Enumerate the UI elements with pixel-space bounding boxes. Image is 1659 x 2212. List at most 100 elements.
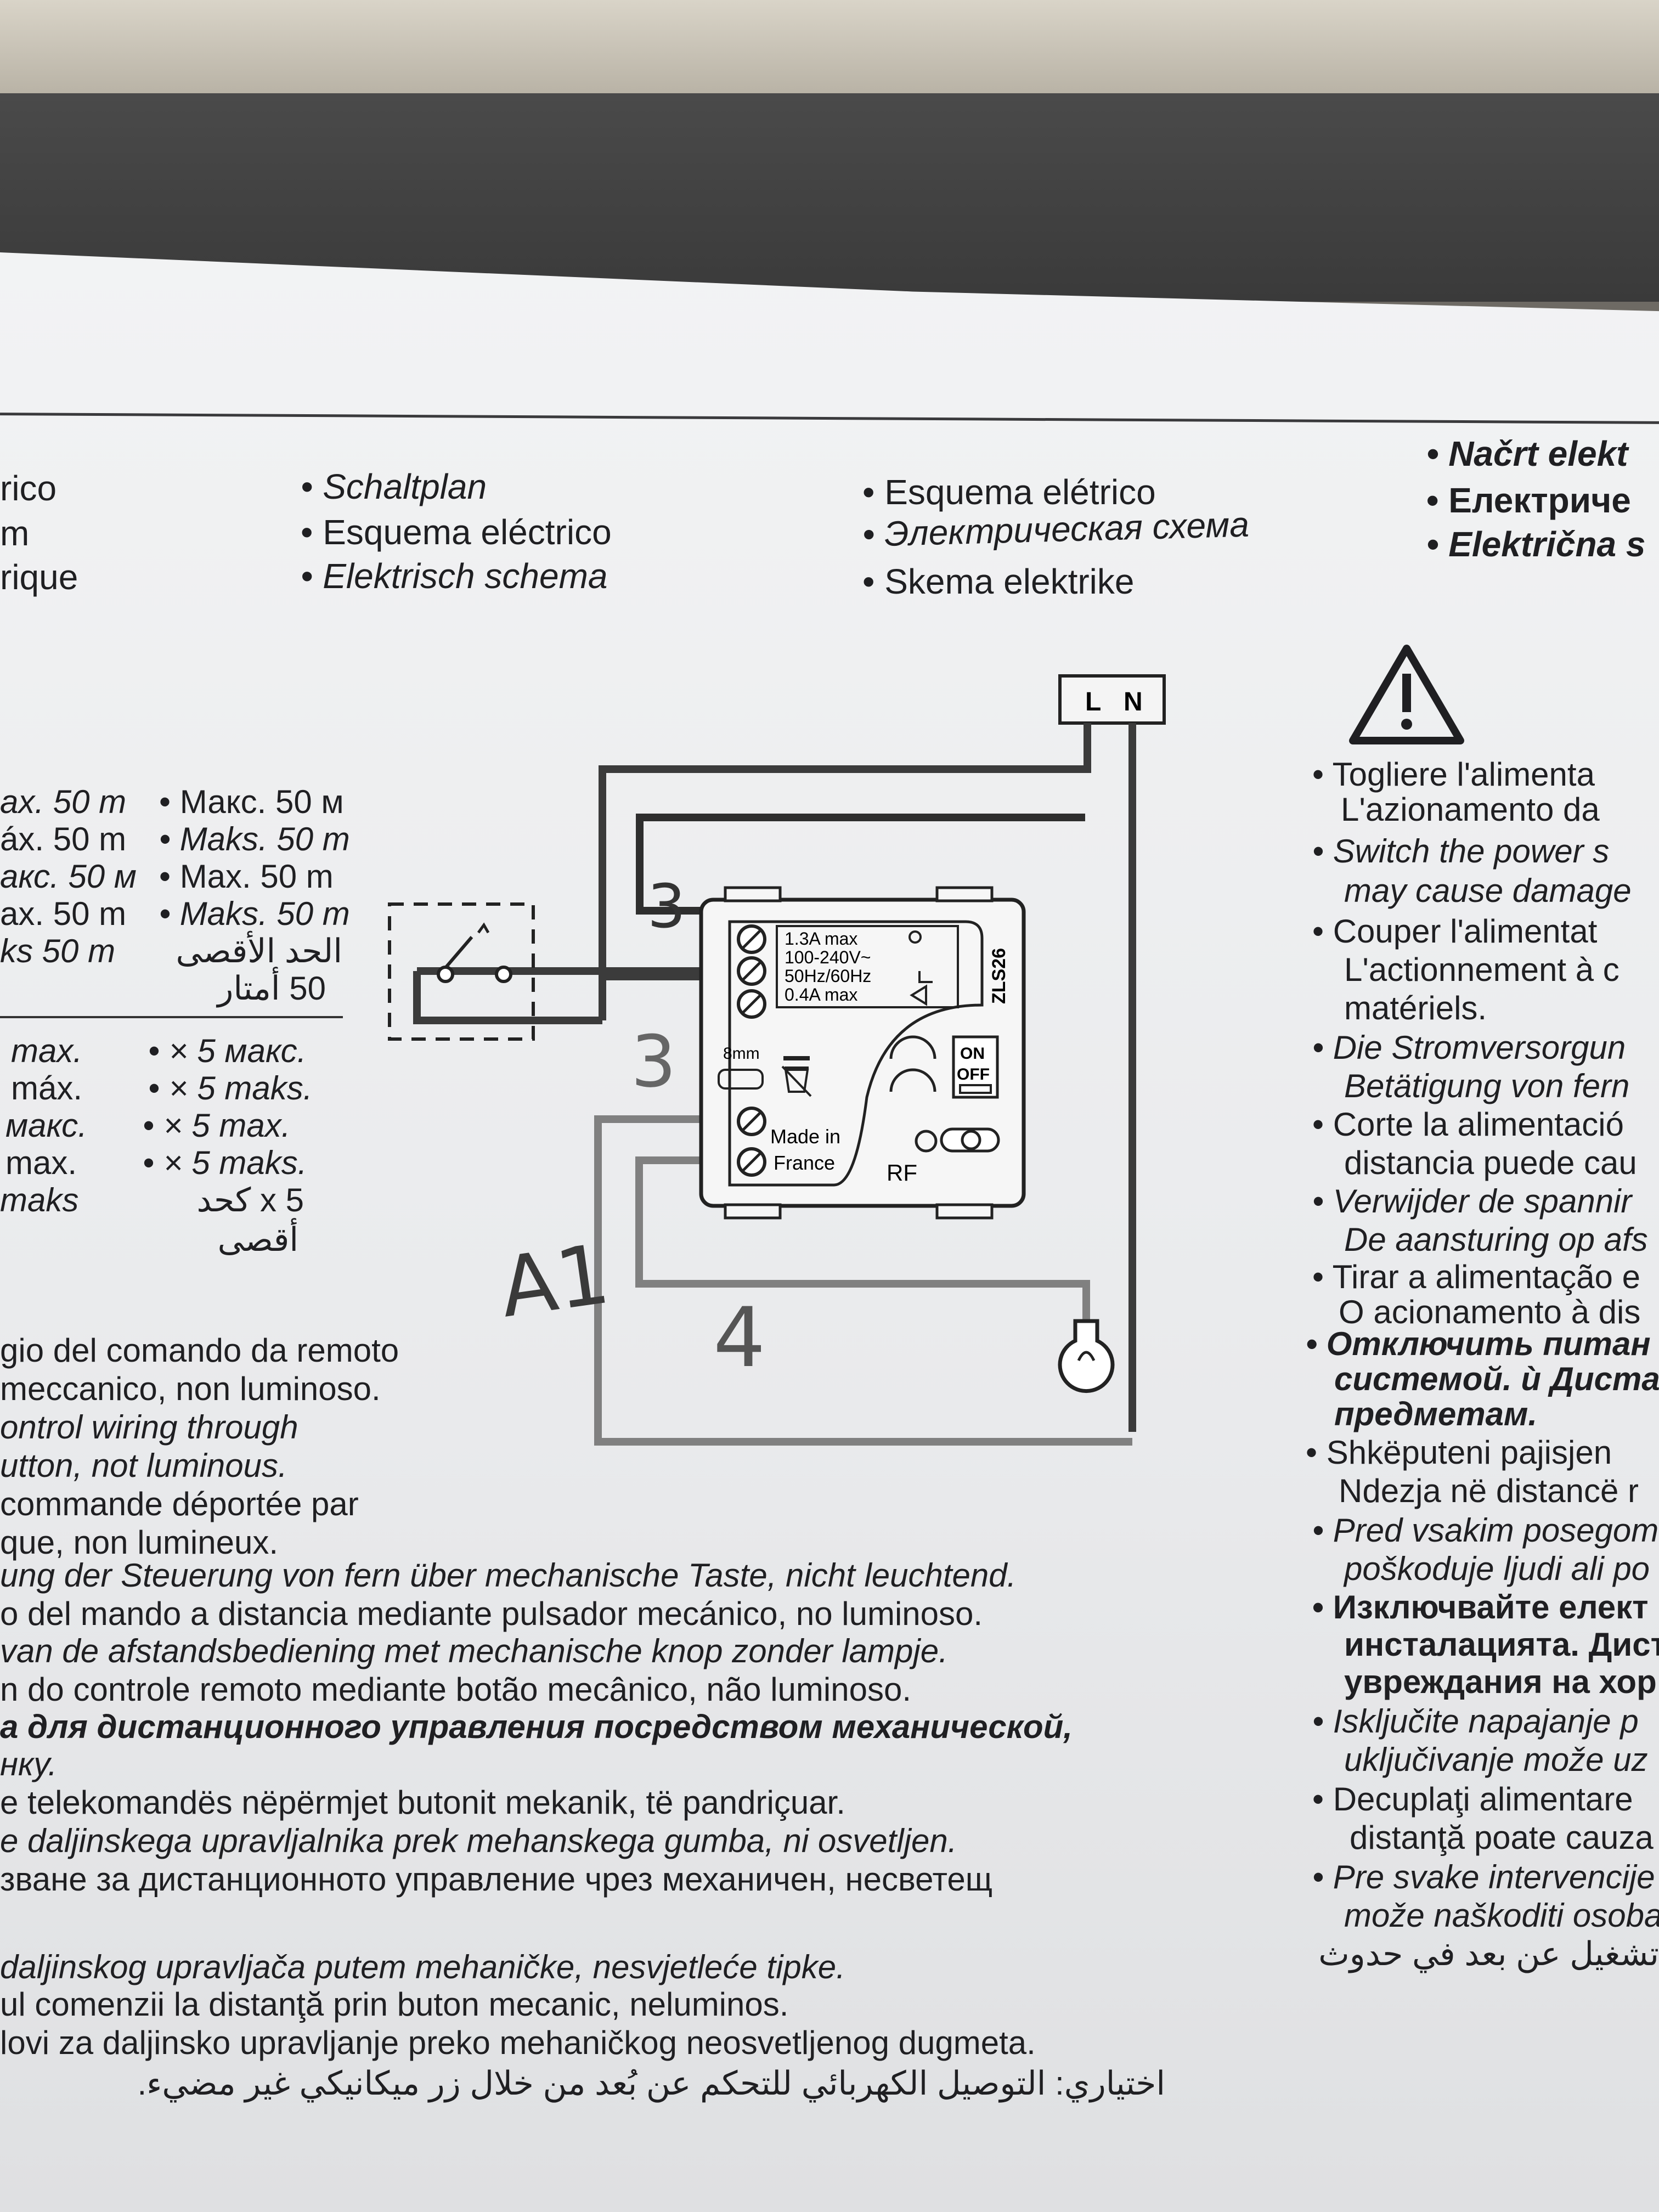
- distance-line: акс. 50 м: [0, 858, 137, 895]
- header-line: m: [0, 514, 30, 553]
- text-line: lovi za daljinsko upravljanje preko meha…: [0, 2024, 1036, 2061]
- header-line: Esquema elétrico: [862, 475, 1155, 510]
- handwritten-3-top: 3: [647, 871, 686, 941]
- on-off-slot: [959, 1084, 992, 1094]
- spec-frequency: 50Hz/60Hz: [785, 966, 871, 986]
- warning-line: Pre svake intervencije: [1312, 1861, 1655, 1894]
- warning-line: L'actionnement à c: [1344, 951, 1620, 988]
- neutral-load-wire: [594, 1115, 1132, 1446]
- header-line: rico: [0, 469, 57, 508]
- warning-line: matériels.: [1344, 990, 1487, 1026]
- text-line: daljinskog upravljača putem mehaničke, n…: [0, 1949, 845, 1985]
- text-line: o del mando a distancia mediante pulsado…: [0, 1595, 983, 1632]
- header-line: Schaltplan: [301, 469, 487, 504]
- text-line: que, non lumineux.: [0, 1524, 279, 1561]
- text-line: e daljinskega upravljalnika prek mehansk…: [0, 1822, 957, 1859]
- module-clip: [935, 1203, 994, 1220]
- count-line: × 5 макс.: [148, 1035, 307, 1068]
- model-label: ZLS26: [989, 948, 1009, 1004]
- warning-line: Isključite napajanje p: [1312, 1705, 1639, 1738]
- module-panel: [728, 920, 984, 1187]
- module-clip: [724, 886, 782, 902]
- count-line: max.: [11, 1032, 83, 1069]
- spec-voltage: 100-240V~: [785, 947, 871, 967]
- off-label: OFF: [957, 1065, 990, 1084]
- recycle-bin-cross: [781, 1065, 812, 1097]
- warning-line: Изключвайте елект: [1312, 1591, 1649, 1624]
- feed-wire: [636, 814, 1085, 915]
- warning-line: инсталацията. Дист: [1344, 1626, 1659, 1663]
- distance-line: Maks. 50 m: [159, 823, 350, 856]
- text-line: ul comenzii la distanţă prin buton mecan…: [0, 1986, 789, 2023]
- warning-icon-bar: [1402, 674, 1411, 712]
- handwritten-4: 4: [713, 1290, 765, 1386]
- module-body: [699, 898, 1026, 1208]
- text-line: нку.: [0, 1746, 58, 1782]
- text-line: meccanico, non luminoso.: [0, 1370, 381, 1407]
- distance-line: ks 50 m: [0, 933, 116, 969]
- config-button: [961, 1130, 981, 1150]
- warning-line: Switch the power s: [1312, 835, 1610, 868]
- text-line: а для дистанционного управления посредст…: [0, 1708, 1073, 1745]
- warning-line: may cause damage: [1344, 872, 1632, 909]
- handwritten-a1: A1: [494, 1227, 615, 1336]
- light-bulb-icon: [1058, 1319, 1115, 1393]
- module-clip: [935, 886, 994, 902]
- warning-line: Die Stromversorgun: [1312, 1031, 1626, 1064]
- strip-gauge: [718, 1069, 764, 1090]
- count-line: 5 x كحد: [196, 1182, 304, 1218]
- handwritten-3-bottom: 3: [631, 1020, 676, 1103]
- count-line: أقصى: [217, 1221, 298, 1258]
- supply-n-label: N: [1124, 687, 1143, 716]
- count-line: × 5 max.: [143, 1109, 291, 1142]
- switch-lever: [444, 936, 473, 969]
- spec-current: 1.3A max: [785, 929, 857, 949]
- distance-divider: [0, 1016, 343, 1018]
- text-line: n do controle remoto mediante botão mecâ…: [0, 1671, 911, 1708]
- warning-line: De aansturing op afs: [1344, 1221, 1648, 1258]
- warning-line: Togliere l'alimenta: [1312, 758, 1595, 791]
- made-in-label: Made in: [770, 1125, 840, 1148]
- warning-line: Shkëputeni pajisjen: [1306, 1436, 1612, 1469]
- text-line: اختياري: التوصيل الكهربائي للتحكم عن بُع…: [137, 2065, 1165, 2102]
- distance-line: الحد الأقصى: [176, 933, 342, 969]
- recycle-bin-bar: [783, 1056, 810, 1060]
- supply-l-label: L: [1085, 687, 1101, 716]
- header-line: Elektrisch schema: [301, 558, 607, 594]
- warning-line: može naškoditi osoba: [1344, 1897, 1659, 1934]
- country-label: France: [774, 1152, 835, 1174]
- signal-arcs-icon: [889, 1035, 936, 1092]
- count-line: max.: [5, 1144, 77, 1181]
- warning-line: Verwijder de spannir: [1312, 1185, 1632, 1218]
- text-line: gio del comando da remoto: [0, 1332, 399, 1369]
- header-line: Esquema eléctrico: [301, 515, 611, 550]
- text-line: commande déportée par: [0, 1486, 359, 1522]
- switch-arrow-icon: [477, 922, 490, 934]
- warning-line: Pred vsakim posegom: [1312, 1514, 1659, 1547]
- output-load-wire: [635, 1156, 1090, 1350]
- bulb-filament: [1077, 1351, 1096, 1362]
- strip-length: 8mm: [723, 1045, 760, 1063]
- distance-line: ax. 50 m: [0, 783, 127, 820]
- text-line: ontrol wiring through: [0, 1409, 298, 1446]
- text-line: utton, not luminous.: [0, 1447, 287, 1484]
- spec-box: [776, 925, 959, 1008]
- header-line: rique: [0, 557, 78, 597]
- live-wire: [599, 723, 1091, 1020]
- distance-line: áx. 50 m: [0, 821, 127, 857]
- warning-line: تشغيل عن بعد في حدوث: [1318, 1936, 1659, 1972]
- text-line: зване за дистанционното управление чрез …: [0, 1861, 993, 1898]
- warning-line: Betätigung von fern: [1344, 1068, 1630, 1104]
- wall-background: [0, 0, 1659, 93]
- warning-line: Отключить питан: [1306, 1328, 1651, 1361]
- text-line: ung der Steuerung von fern über mechanis…: [0, 1557, 1017, 1594]
- text-line: van de afstandsbediening met mechanische…: [0, 1633, 948, 1669]
- distance-line: Max. 50 m: [159, 860, 334, 893]
- diode-icon: [910, 971, 933, 1006]
- count-line: макс.: [5, 1107, 87, 1144]
- module-clip: [724, 1203, 782, 1220]
- warning-line: увреждания на хор: [1344, 1663, 1657, 1700]
- warning-line: uključivanje može uz: [1344, 1741, 1648, 1778]
- warning-line: Couper l'alimentat: [1312, 915, 1598, 948]
